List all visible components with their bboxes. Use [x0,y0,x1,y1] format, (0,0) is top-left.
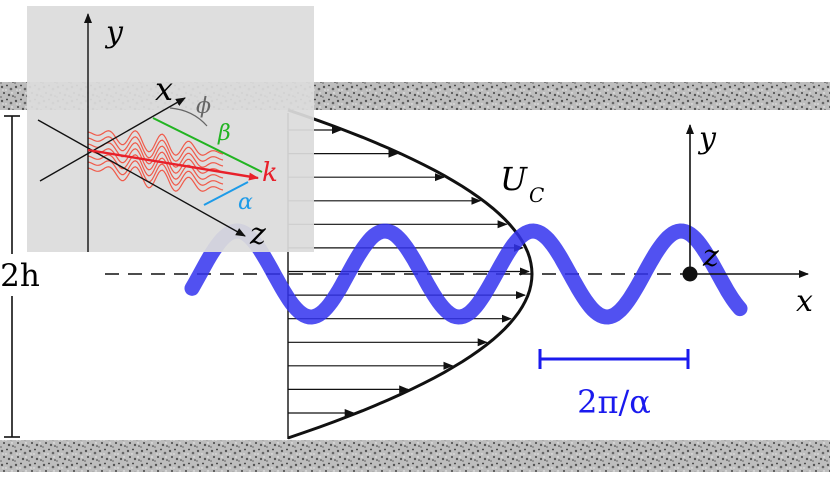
inset-wavepacket-line [87,136,224,162]
inset-x-label: x [155,70,173,108]
inset-phi-arc [169,107,208,127]
x-axis-label: x [796,284,813,319]
inset-phi-label: ϕ [196,94,211,119]
inset-wavepacket-line [87,130,224,156]
wavelength-label: 2π/α [577,383,651,421]
y-axis-label: y [697,121,717,156]
inset-x-axis [39,97,186,182]
inset-beta-line [152,117,263,173]
wavelength-bar [538,349,690,369]
z-axis-label: z [702,239,719,274]
inset-wavepacket-line [87,142,224,168]
inset-k-label: k [262,158,278,188]
wave-vector-inset: y x z ϕ β k α [27,6,314,252]
inset-wavepacket-line [87,166,224,192]
inset-alpha-line [203,181,249,206]
inset-y-label: y [104,15,124,50]
inset-background [27,6,314,252]
channel-height-dimension [4,115,20,438]
inset-z-axis [37,119,246,237]
z-axis-origin-dot [682,266,698,282]
streamwise-wave [184,223,748,325]
inset-wavepacket-line [87,160,224,186]
channel-height-label: 2h [0,258,40,294]
inset-alpha-label: α [238,190,253,215]
velocity-profile-curve [287,108,534,440]
bottom-wall [0,440,830,472]
inset-wavepacket-line [87,154,224,180]
inset-beta-label: β [217,121,231,146]
inset-z-label: z [249,217,266,252]
inset-k-vector [87,148,259,181]
